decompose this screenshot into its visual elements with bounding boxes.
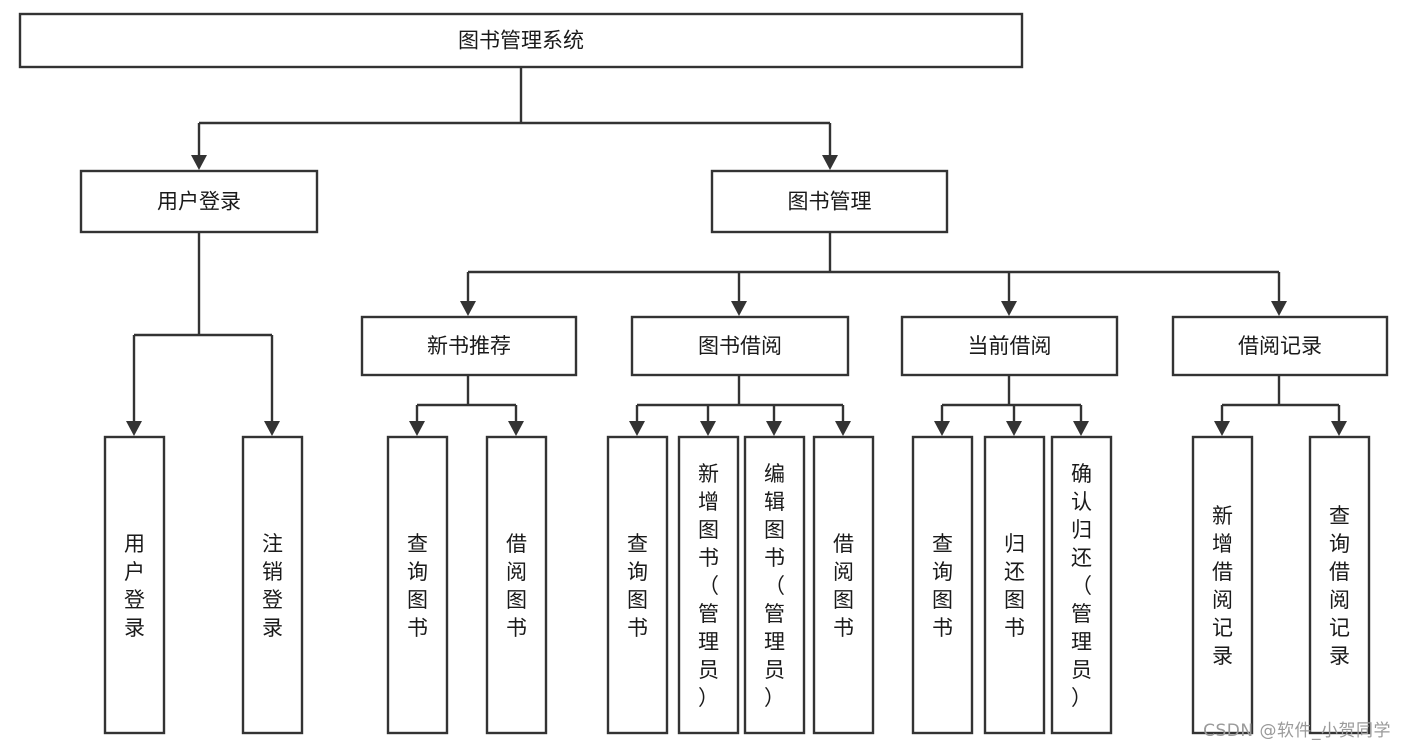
node-label-leaf-return-book: 归还图书 [1004, 532, 1025, 640]
arrow-head-a-user-login [191, 155, 207, 170]
arrow-head-a-cb-3 [1073, 421, 1089, 436]
node-label-leaf-borrow-book-rec: 借阅图书 [506, 532, 527, 640]
node-boxes: 图书管理系统用户登录图书管理新书推荐图书借阅当前借阅借阅记录用户登录注销登录查询… [18, 12, 1389, 735]
node-label-root: 图书管理系统 [458, 29, 584, 53]
node-box-book-manage[interactable] [710, 169, 949, 234]
arrow-head-a-borrow-record [1271, 301, 1287, 316]
arrow-head-a-bb-1 [629, 421, 645, 436]
node-label-leaf-borrow-book: 借阅图书 [833, 532, 854, 640]
node-leaf-add-borrow-record[interactable]: 新增借阅记录 [1191, 435, 1254, 735]
node-box-current-borrow[interactable] [900, 315, 1119, 377]
node-leaf-user-login[interactable]: 用户登录 [103, 435, 166, 735]
node-box-leaf-query-book-borrow[interactable] [606, 435, 669, 735]
arrow-heads [126, 155, 1347, 436]
node-label-user-login: 用户登录 [157, 190, 241, 214]
node-label-book-manage: 图书管理 [788, 190, 872, 214]
node-box-leaf-user-logout[interactable] [241, 435, 304, 735]
node-box-leaf-borrow-book-rec[interactable] [485, 435, 548, 735]
node-box-leaf-query-book-rec[interactable] [386, 435, 449, 735]
node-label-current-borrow: 当前借阅 [968, 334, 1052, 358]
node-leaf-add-book-admin[interactable]: 新增图书（管理员） [677, 435, 740, 735]
arrow-head-a-nbr-2 [508, 421, 524, 436]
node-box-leaf-query-book-current[interactable] [911, 435, 974, 735]
node-label-book-borrow: 图书借阅 [698, 334, 782, 358]
node-label-leaf-user-logout: 注销登录 [262, 532, 283, 640]
node-box-leaf-borrow-book[interactable] [812, 435, 875, 735]
node-box-leaf-add-borrow-record[interactable] [1191, 435, 1254, 735]
node-leaf-borrow-book-rec[interactable]: 借阅图书 [485, 435, 548, 735]
node-label-new-book-rec: 新书推荐 [427, 334, 511, 358]
arrow-head-a-br-2 [1331, 421, 1347, 436]
node-box-leaf-add-book-admin[interactable] [677, 435, 740, 735]
node-label-leaf-query-book-rec: 查询图书 [407, 532, 428, 640]
arrow-head-a-nbr-1 [409, 421, 425, 436]
arrow-head-a-book-manage [822, 155, 838, 170]
arrow-head-a-bb-3 [766, 421, 782, 436]
arrow-head-a-bb-2 [700, 421, 716, 436]
node-box-leaf-return-book[interactable] [983, 435, 1046, 735]
node-box-leaf-query-borrow-record[interactable] [1308, 435, 1371, 735]
node-current-borrow[interactable]: 当前借阅 [900, 315, 1119, 377]
node-leaf-return-book[interactable]: 归还图书 [983, 435, 1046, 735]
node-box-root[interactable] [18, 12, 1024, 69]
node-box-leaf-user-login[interactable] [103, 435, 166, 735]
node-label-leaf-edit-book-admin: 编辑图书（管理员） [764, 462, 785, 710]
node-box-leaf-confirm-return-admin[interactable] [1050, 435, 1113, 735]
arrow-head-a-bb-4 [835, 421, 851, 436]
node-leaf-edit-book-admin[interactable]: 编辑图书（管理员） [743, 435, 806, 735]
node-box-borrow-record[interactable] [1171, 315, 1389, 377]
node-label-leaf-add-borrow-record: 新增借阅记录 [1212, 504, 1233, 668]
node-book-borrow[interactable]: 图书借阅 [630, 315, 850, 377]
node-label-leaf-query-book-borrow: 查询图书 [627, 532, 648, 640]
node-book-manage[interactable]: 图书管理 [710, 169, 949, 234]
arrow-head-a-book-borrow [731, 301, 747, 316]
arrow-head-a-current-borrow [1001, 301, 1017, 316]
node-leaf-confirm-return-admin[interactable]: 确认归还（管理员） [1050, 435, 1113, 735]
node-box-new-book-rec[interactable] [360, 315, 578, 377]
node-leaf-query-borrow-record[interactable]: 查询借阅记录 [1308, 435, 1371, 735]
node-label-borrow-record: 借阅记录 [1238, 334, 1322, 358]
node-leaf-query-book-rec[interactable]: 查询图书 [386, 435, 449, 735]
node-label-leaf-confirm-return-admin: 确认归还（管理员） [1071, 462, 1092, 710]
node-new-book-rec[interactable]: 新书推荐 [360, 315, 578, 377]
node-box-leaf-edit-book-admin[interactable] [743, 435, 806, 735]
arrow-head-a-br-1 [1214, 421, 1230, 436]
node-leaf-borrow-book[interactable]: 借阅图书 [812, 435, 875, 735]
node-label-leaf-user-login: 用户登录 [124, 532, 145, 640]
node-leaf-user-logout[interactable]: 注销登录 [241, 435, 304, 735]
node-label-leaf-add-book-admin: 新增图书（管理员） [698, 462, 719, 710]
node-label-leaf-query-borrow-record: 查询借阅记录 [1329, 504, 1350, 668]
node-label-leaf-query-book-current: 查询图书 [932, 532, 953, 640]
node-box-user-login[interactable] [79, 169, 319, 234]
node-leaf-query-book-borrow[interactable]: 查询图书 [606, 435, 669, 735]
arrow-head-a-cb-1 [934, 421, 950, 436]
node-box-book-borrow[interactable] [630, 315, 850, 377]
node-borrow-record[interactable]: 借阅记录 [1171, 315, 1389, 377]
arrow-head-a-leaf-user-login [126, 421, 142, 436]
connector-lines [132, 67, 1341, 424]
node-leaf-query-book-current[interactable]: 查询图书 [911, 435, 974, 735]
node-root[interactable]: 图书管理系统 [18, 12, 1024, 69]
node-user-login[interactable]: 用户登录 [79, 169, 319, 234]
arrow-head-a-leaf-user-logout [264, 421, 280, 436]
arrow-head-a-new-book-rec [460, 301, 476, 316]
arrow-head-a-cb-2 [1006, 421, 1022, 436]
